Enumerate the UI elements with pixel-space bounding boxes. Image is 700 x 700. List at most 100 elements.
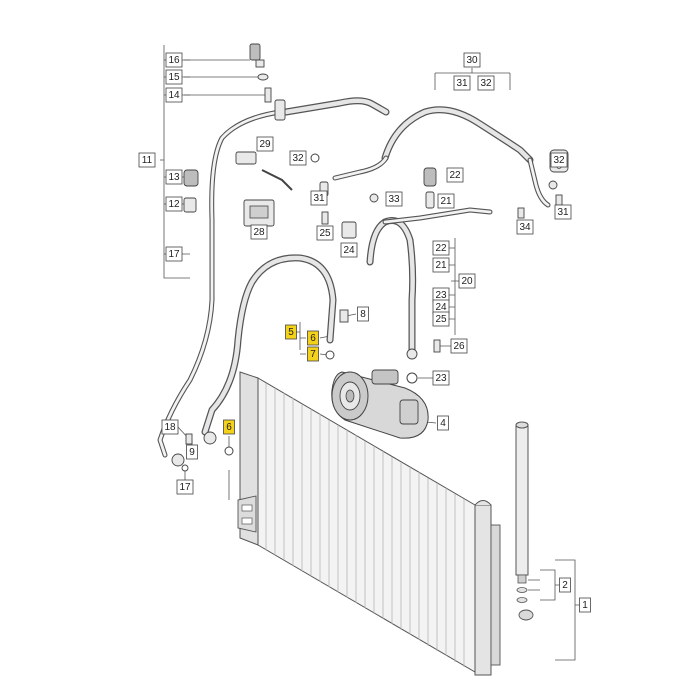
callout-number: 24 — [435, 302, 447, 313]
callout-number: 12 — [168, 199, 180, 210]
callout-number: 28 — [253, 227, 265, 238]
callout-box — [437, 415, 449, 431]
callout-number: 31 — [456, 78, 468, 89]
callout-24: 24 — [340, 242, 358, 258]
callout-box — [165, 69, 183, 85]
callout-8: 8 — [357, 306, 369, 322]
callout-box — [477, 75, 495, 91]
callout-25: 25 — [316, 225, 334, 241]
callout-box — [357, 306, 369, 322]
callout-box — [256, 136, 274, 152]
callout-number: 21 — [440, 196, 452, 207]
callout-33: 33 — [385, 191, 403, 207]
callout-5: 5 — [285, 324, 297, 340]
callout-15: 15 — [165, 69, 183, 85]
callout-4: 4 — [437, 415, 449, 431]
callout-box — [554, 204, 572, 220]
callout-number: 31 — [557, 207, 569, 218]
callout-12: 12 — [165, 196, 183, 212]
callout-number: 17 — [168, 249, 180, 260]
callout-box — [550, 152, 568, 168]
callout-box — [579, 597, 591, 613]
callout-24: 24 — [432, 299, 450, 315]
callout-number: 22 — [449, 170, 461, 181]
callout-number: 11 — [142, 155, 153, 166]
callout-number: 25 — [435, 314, 447, 325]
callout-21: 21 — [432, 257, 450, 273]
callout-box — [285, 324, 297, 340]
callout-29: 29 — [256, 136, 274, 152]
callout-number: 1 — [582, 600, 588, 611]
callout-32: 32 — [289, 150, 307, 166]
callout-box — [186, 444, 198, 460]
callout-box — [437, 193, 455, 209]
callout-box — [432, 257, 450, 273]
callout-box — [138, 152, 156, 168]
callout-number: 32 — [553, 155, 565, 166]
callout-number: 32 — [292, 153, 304, 164]
callout-box — [432, 370, 450, 386]
compressor — [331, 369, 429, 439]
callout-number: 23 — [435, 290, 447, 301]
condenser — [237, 371, 501, 676]
callout-number: 8 — [360, 309, 366, 320]
callout-number: 34 — [519, 222, 531, 233]
callout-number: 5 — [288, 327, 294, 338]
callout-31: 31 — [554, 204, 572, 220]
callout-number: 17 — [179, 482, 191, 493]
callout-25: 25 — [432, 311, 450, 327]
callout-30: 30 — [463, 52, 481, 68]
callout-box — [165, 87, 183, 103]
callout-box — [307, 330, 319, 346]
callout-box — [516, 219, 534, 235]
callout-number: 21 — [435, 260, 447, 271]
callout-box — [385, 191, 403, 207]
callout-box — [453, 75, 471, 91]
callout-22: 22 — [446, 167, 464, 183]
callout-32: 32 — [477, 75, 495, 91]
callout-20: 20 — [458, 273, 476, 289]
callout-26: 26 — [450, 338, 468, 354]
callout-1: 1 — [579, 597, 591, 613]
callout-32: 32 — [550, 152, 568, 168]
callout-number: 2 — [562, 580, 568, 591]
callout-number: 30 — [466, 55, 478, 66]
callout-box — [316, 225, 334, 241]
callout-31: 31 — [310, 190, 328, 206]
callout-box — [450, 338, 468, 354]
callout-box — [250, 224, 268, 240]
callout-13: 13 — [165, 169, 183, 185]
callout-box — [458, 273, 476, 289]
callout-number: 14 — [168, 90, 180, 101]
callout-number: 33 — [388, 194, 400, 205]
callout-box — [463, 52, 481, 68]
callout-22: 22 — [432, 240, 450, 256]
callout-31: 31 — [453, 75, 471, 91]
callout-box — [307, 346, 319, 362]
callout-box — [432, 240, 450, 256]
callout-box — [446, 167, 464, 183]
callout-17: 17 — [165, 246, 183, 262]
callout-box — [223, 419, 235, 435]
callout-box — [310, 190, 328, 206]
callout-number: 26 — [453, 341, 465, 352]
callout-14: 14 — [165, 87, 183, 103]
callout-box — [165, 196, 183, 212]
callout-box — [161, 419, 179, 435]
callout-box — [165, 169, 183, 185]
callout-6: 6 — [223, 419, 235, 435]
callout-number: 6 — [310, 333, 316, 344]
callout-box — [165, 246, 183, 262]
callout-11: 11 — [138, 152, 156, 168]
callout-number: 24 — [343, 245, 355, 256]
callout-number: 15 — [168, 72, 180, 83]
callout-number: 13 — [168, 172, 180, 183]
callout-9: 9 — [186, 444, 198, 460]
callout-18: 18 — [161, 419, 179, 435]
callout-number: 16 — [168, 55, 180, 66]
callout-28: 28 — [250, 224, 268, 240]
refrigerant-lines — [157, 97, 551, 458]
